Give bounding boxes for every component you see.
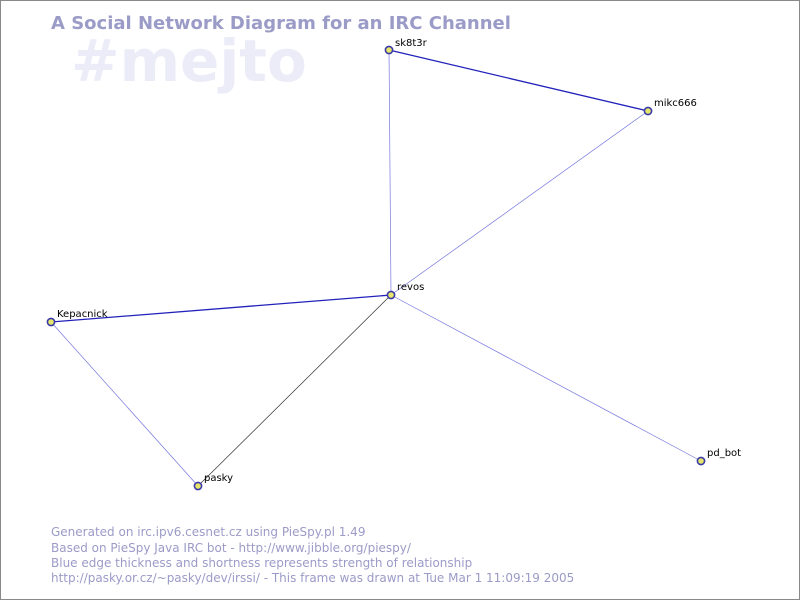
node-label-Kepacnick: Kepacnick [57,309,108,320]
edge-sk8t3r-mikc666 [388,49,649,112]
footer-line-timestamp: http://pasky.or.cz/~pasky/dev/irssi/ - T… [51,571,574,585]
node-mikc666: mikc666 [643,98,697,116]
node-dot-pd_bot [696,456,706,466]
channel-name: #mejto [71,27,307,95]
footer-line-generated: Generated on irc.ipv6.cesnet.cz using Pi… [51,525,365,539]
node-dot-Kepacnick [46,317,56,327]
edge-revos-pd_bot [390,294,702,462]
node-label-pasky: pasky [204,473,233,484]
node-pd_bot: pd_bot [696,448,741,466]
edge-sk8t3r-revos [388,49,392,296]
node-sk8t3r: sk8t3r [384,38,428,55]
node-label-revos: revos [397,282,424,293]
footer-line-legend: Blue edge thickness and shortness repres… [51,556,472,570]
footer-line-based-on: Based on PieSpy Java IRC bot - http://ww… [51,541,412,555]
edge-revos-pasky [197,294,392,487]
node-dot-mikc666 [643,106,653,116]
edge-revos-Kepacnick [50,294,392,323]
edge-Kepacnick-pasky [50,321,199,487]
node-label-mikc666: mikc666 [654,98,697,109]
node-dot-sk8t3r [384,45,394,55]
node-dot-pasky [193,481,203,491]
diagram-title: A Social Network Diagram for an IRC Chan… [51,13,511,34]
node-label-pd_bot: pd_bot [707,448,741,459]
node-Kepacnick: Kepacnick [46,309,108,327]
edge-mikc666-revos [390,110,649,296]
node-label-sk8t3r: sk8t3r [395,38,428,49]
footer: Generated on irc.ipv6.cesnet.cz using Pi… [51,525,574,585]
edges-layer [50,49,702,487]
node-dot-revos [386,290,396,300]
node-revos: revos [386,282,424,300]
node-pasky: pasky [193,473,233,491]
